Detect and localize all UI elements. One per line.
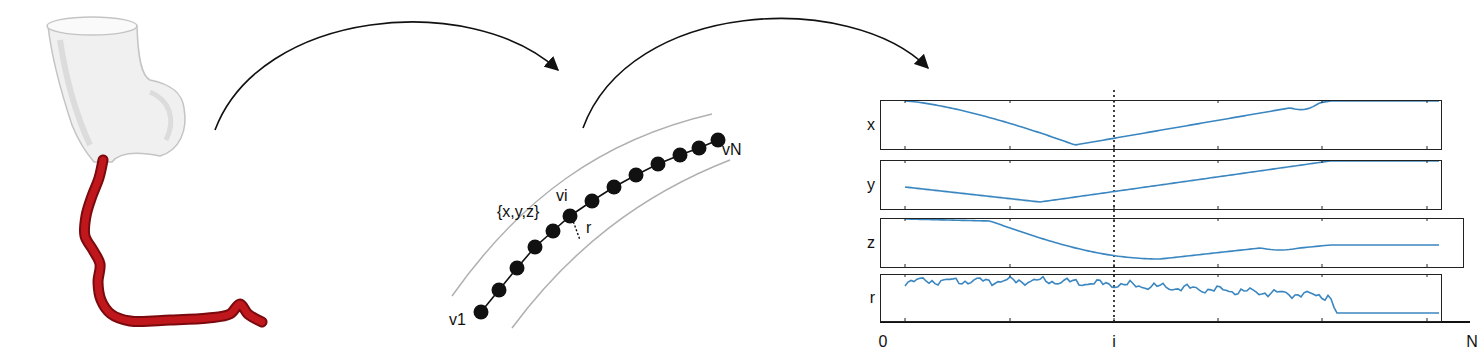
aorta-shading	[60, 40, 90, 145]
plot-panel: y	[880, 160, 1442, 210]
coronary-outline	[84, 160, 262, 322]
panel-label: y	[867, 177, 875, 193]
centerline	[481, 140, 718, 312]
coordinate-label: {x,y,z}	[497, 204, 539, 220]
plot-panel: r	[880, 274, 1442, 322]
centerline-point	[546, 224, 561, 239]
vessel-wall	[452, 114, 712, 296]
centerline-point	[692, 141, 707, 156]
radius-label: r	[586, 220, 591, 236]
panel-label: x	[867, 117, 875, 133]
vertex-label: vi	[556, 188, 568, 204]
centerline-point	[629, 168, 644, 183]
plot-panel: x	[880, 100, 1442, 150]
centerline-point	[585, 194, 600, 209]
centerline-point	[651, 157, 666, 172]
aorta-opening	[47, 17, 137, 35]
axis-label: i	[1112, 334, 1116, 350]
plot-line	[905, 161, 1439, 202]
plot-panel: z	[880, 218, 1464, 268]
plot-line	[905, 277, 1439, 313]
flow-arrow	[583, 19, 928, 128]
vertex-label: v1	[449, 312, 466, 328]
centerline-point	[492, 283, 507, 298]
plot-line	[905, 101, 1439, 145]
aorta-render	[48, 26, 185, 162]
vertex-label: vN	[722, 142, 742, 158]
centerline-point	[528, 240, 543, 255]
flow-arrow	[215, 22, 558, 130]
centerline-point	[563, 209, 578, 224]
panel-label: z	[867, 235, 875, 251]
centerline-point	[607, 180, 622, 195]
centerline-point	[474, 305, 489, 320]
plot-line	[905, 219, 1439, 259]
centerline-point	[673, 148, 688, 163]
aorta-shading	[150, 92, 171, 140]
coronary-artery	[84, 160, 262, 322]
axis-label: 0	[879, 334, 888, 350]
vessel-wall	[512, 160, 730, 328]
axis-label: N	[1466, 334, 1478, 350]
panel-label: r	[870, 290, 875, 306]
centerline-point	[510, 261, 525, 276]
